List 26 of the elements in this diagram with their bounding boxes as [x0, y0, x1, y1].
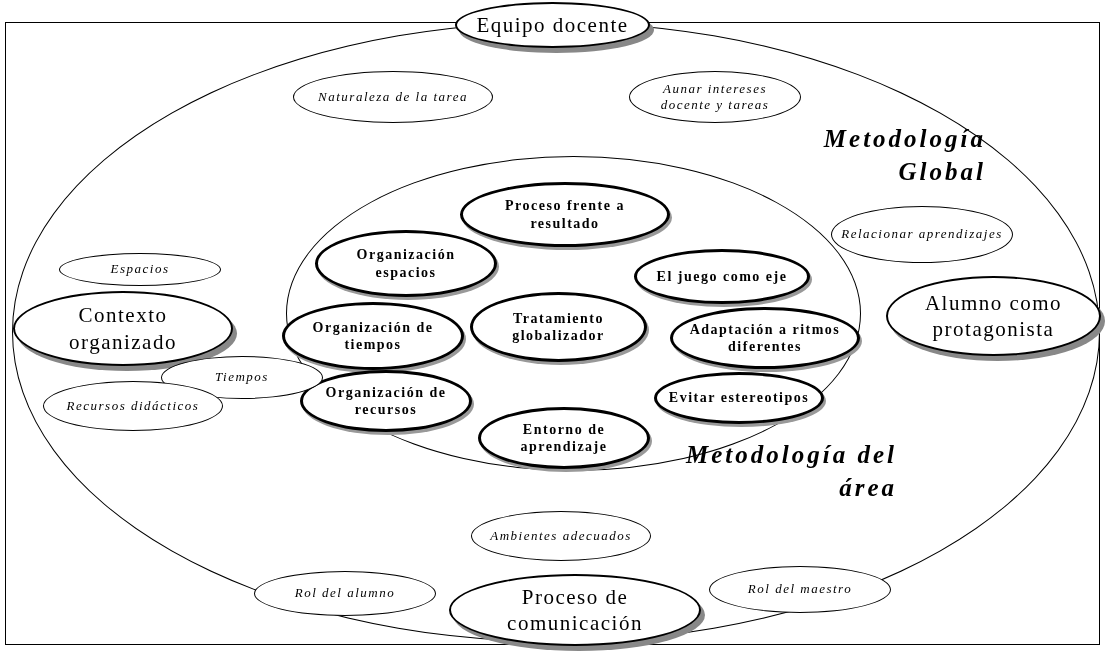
node-label: Evitar estereotipos [668, 389, 810, 407]
node-label: Equipo docente [476, 11, 629, 39]
node-label: Rol del maestro [747, 581, 853, 598]
node-label: Recursos didácticos [66, 397, 200, 415]
node-label: Proceso de comunicación [506, 583, 644, 637]
ellipse [670, 307, 860, 369]
node-label: Naturaleza de la tarea [318, 88, 468, 106]
node-label: Contexto organizado [68, 302, 178, 355]
node-label: Ambientes adecuados [490, 527, 632, 545]
node-label: Espacios [110, 261, 170, 278]
node-label: Rol del alumno [294, 585, 396, 602]
node-label: Proceso frente a resultado [504, 197, 626, 232]
group-title: Metodología Global [822, 124, 986, 187]
ellipse [654, 372, 824, 424]
node-label: Organización espacios [355, 246, 457, 281]
node-label: El juego como eje [656, 267, 788, 286]
node-label: Tiempos [215, 369, 269, 386]
node-label: Adaptación a ritmos diferentes [688, 320, 842, 356]
node-label: Alumno como protagonista [923, 289, 1064, 343]
node-label: Tratamiento globalizador [511, 309, 606, 345]
node-label: Relacionar aprendizajes [841, 226, 1003, 243]
node-label: Organización de tiempos [311, 318, 435, 354]
node-label: Aunar intereses docente y tareas [659, 80, 771, 114]
node-label: Organización de recursos [324, 383, 448, 419]
node-label: Entorno de aprendizaje [519, 420, 609, 456]
group-title: Metodología del área [684, 440, 897, 503]
